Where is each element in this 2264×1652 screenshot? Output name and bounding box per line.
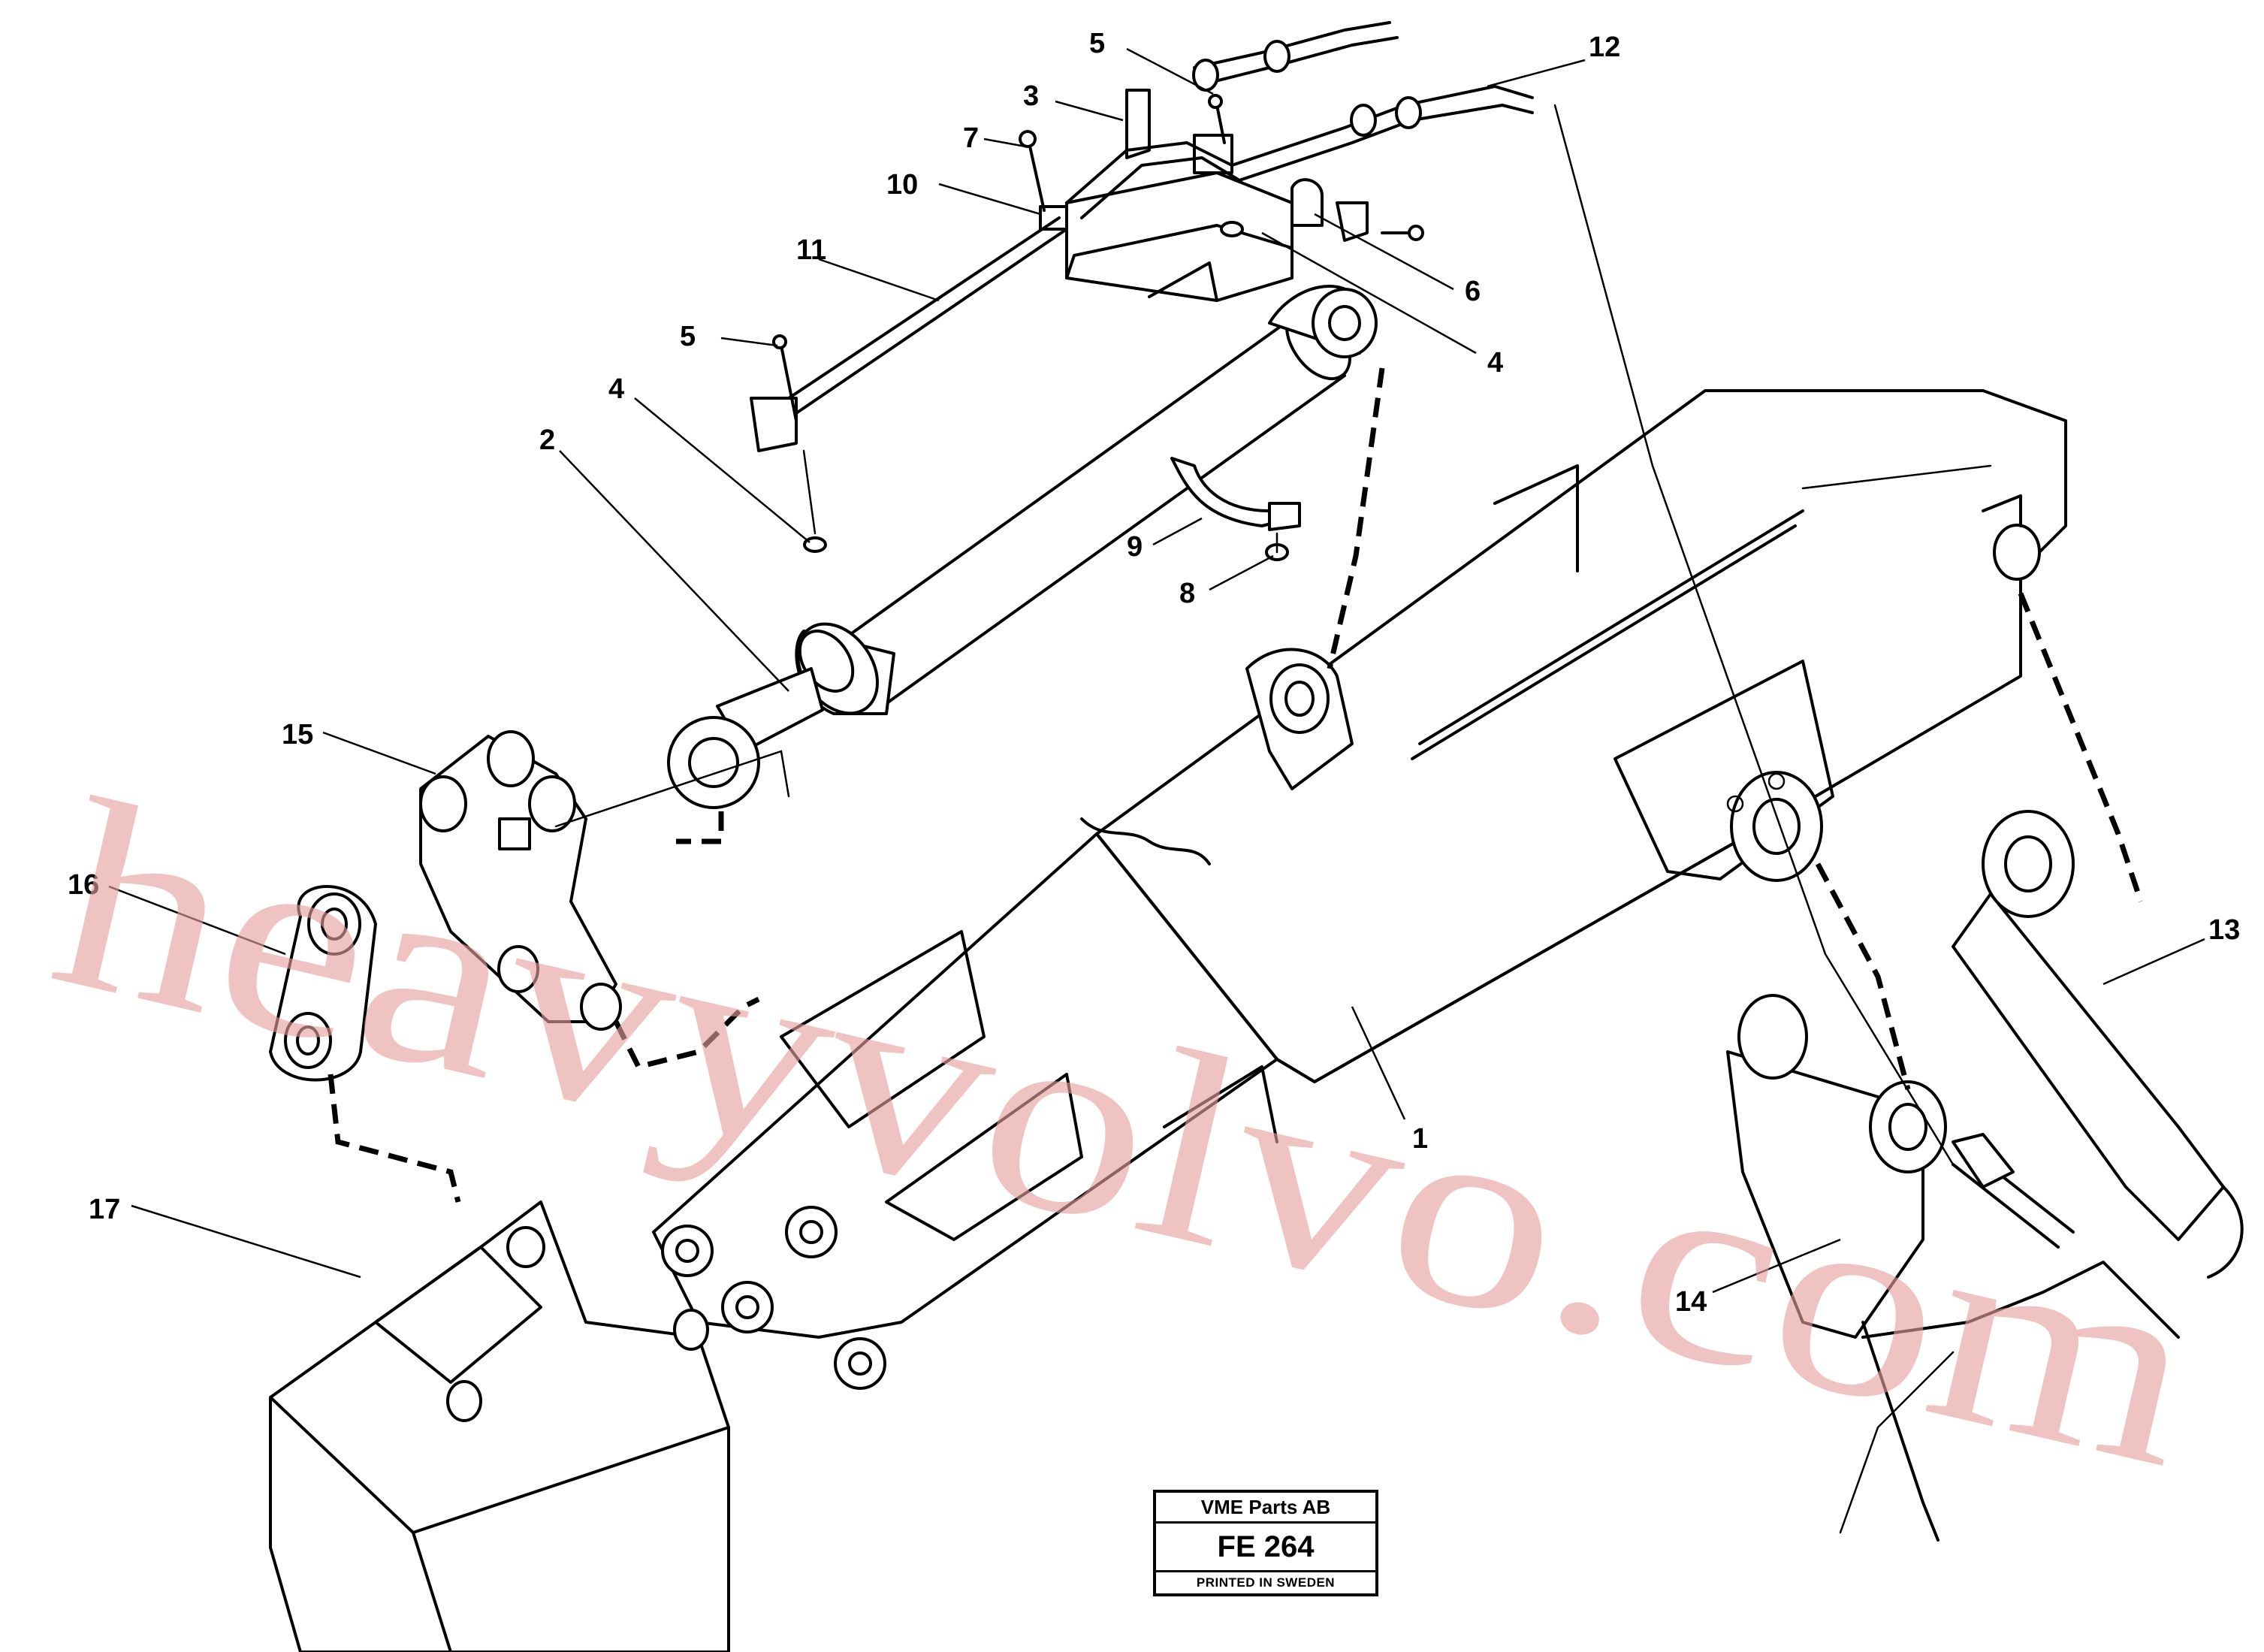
assembly-lines [328, 104, 2144, 1534]
title-block-note: PRINTED IN SWEDEN [1196, 1575, 1336, 1590]
bolt-part-5[interactable] [772, 94, 1226, 422]
boom-cylinder-part-2[interactable] [667, 285, 1378, 809]
callout-16: 16 [68, 869, 99, 901]
arm-cylinder-part-13[interactable] [1952, 810, 2244, 1279]
title-block: VME Parts AB FE 264 PRINTED IN SWEDEN [1153, 1490, 1378, 1596]
callout-11: 11 [796, 234, 826, 266]
callout-8: 8 [1179, 578, 1195, 609]
callout-4-right: 4 [1487, 347, 1503, 379]
title-block-company: VME Parts AB [1156, 1493, 1375, 1524]
bucket-part-17[interactable] [269, 1200, 730, 1652]
link-part-16[interactable] [269, 885, 377, 1082]
title-block-code: FE 264 [1156, 1524, 1375, 1572]
callout-3: 3 [1023, 80, 1039, 112]
callout-17: 17 [89, 1194, 120, 1225]
clamp-part-6[interactable] [1290, 178, 1424, 242]
callout-9: 9 [1127, 531, 1143, 563]
pipe-bracket-part-3[interactable] [1065, 89, 1293, 302]
callout-13: 13 [2208, 914, 2240, 946]
callout-1: 1 [1412, 1123, 1428, 1155]
callout-15: 15 [282, 719, 313, 750]
link-part-15[interactable] [419, 730, 622, 1031]
callout-7: 7 [963, 122, 979, 154]
callout-numbers: 1 2 3 4 4 5 5 6 7 8 9 10 11 12 13 14 15 … [68, 28, 2240, 1318]
callout-12: 12 [1589, 32, 1620, 63]
callout-14: 14 [1675, 1286, 1707, 1318]
boom-part-1[interactable] [652, 389, 2067, 1390]
callout-5-left: 5 [680, 321, 696, 352]
callout-2: 2 [539, 424, 555, 456]
callout-10: 10 [886, 169, 918, 201]
callout-6: 6 [1465, 276, 1481, 307]
callout-4-left: 4 [608, 373, 624, 405]
clamp-part-9[interactable] [1170, 457, 1301, 531]
callout-5-top: 5 [1089, 28, 1105, 59]
bolt-part-7[interactable] [1019, 130, 1046, 212]
hose-part-12[interactable] [1065, 21, 1534, 219]
bucket-cylinder-part-14[interactable] [1726, 994, 2180, 1542]
tube-part-11[interactable] [750, 216, 1068, 452]
leader-lines [108, 47, 2205, 1294]
